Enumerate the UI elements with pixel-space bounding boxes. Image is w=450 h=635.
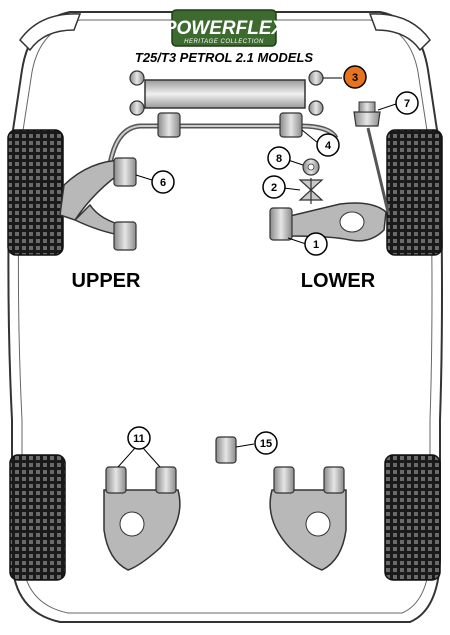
upper-wishbone-bush-top [113, 157, 137, 187]
strut-rod [366, 127, 390, 213]
rear-left-bush-outer [105, 466, 127, 494]
rear-right-bush-outer [323, 466, 345, 494]
svg-text:2: 2 [271, 182, 277, 194]
logo-brand-text: POWERFLEX [164, 18, 286, 39]
lower-arm [289, 202, 387, 242]
rear-small-bush [215, 436, 237, 464]
svg-text:6: 6 [160, 177, 166, 189]
callout-1: 1 [304, 232, 328, 256]
tyre-rear-right [384, 454, 441, 581]
callout-2: 2 [262, 175, 286, 199]
callout-6: 6 [151, 170, 175, 194]
svg-text:4: 4 [325, 140, 332, 152]
upper-label: UPPER [72, 270, 141, 292]
svg-text:1: 1 [313, 239, 319, 251]
rear-right-bush-inner [273, 466, 295, 494]
callout-4: 4 [316, 133, 340, 157]
tyre-front-right [386, 129, 443, 256]
right-headlight [368, 13, 431, 52]
svg-text:3: 3 [352, 72, 358, 84]
callout-3: 3 [343, 65, 367, 89]
tyre-rear-left [9, 454, 66, 581]
lower-arm-bush [269, 207, 293, 241]
upper-wishbone-bush-bottom [113, 221, 137, 251]
callout-11: 11 [127, 426, 151, 450]
lower-label: LOWER [301, 270, 376, 292]
left-headlight [19, 13, 82, 52]
logo-subtitle: HERITAGE COLLECTION [184, 39, 264, 45]
callout-8: 8 [267, 146, 291, 170]
anti-roll-bar-bush-right [279, 112, 303, 138]
strut-top-bush [353, 111, 381, 127]
tyre-front-left [7, 129, 64, 256]
anti-roll-bar-bush-left [157, 112, 181, 138]
front-crossmember [129, 70, 324, 116]
powerflex-logo: POWERFLEX HERITAGE COLLECTION [164, 9, 286, 47]
rear-left-bush-inner [155, 466, 177, 494]
callout-7: 7 [395, 91, 419, 115]
svg-text:15: 15 [260, 438, 272, 450]
callout-15: 15 [254, 431, 278, 455]
models-title: T25/T3 PETROL 2.1 MODELS [135, 50, 314, 65]
svg-text:8: 8 [276, 153, 282, 165]
svg-text:11: 11 [133, 433, 145, 445]
svg-text:7: 7 [404, 98, 410, 110]
